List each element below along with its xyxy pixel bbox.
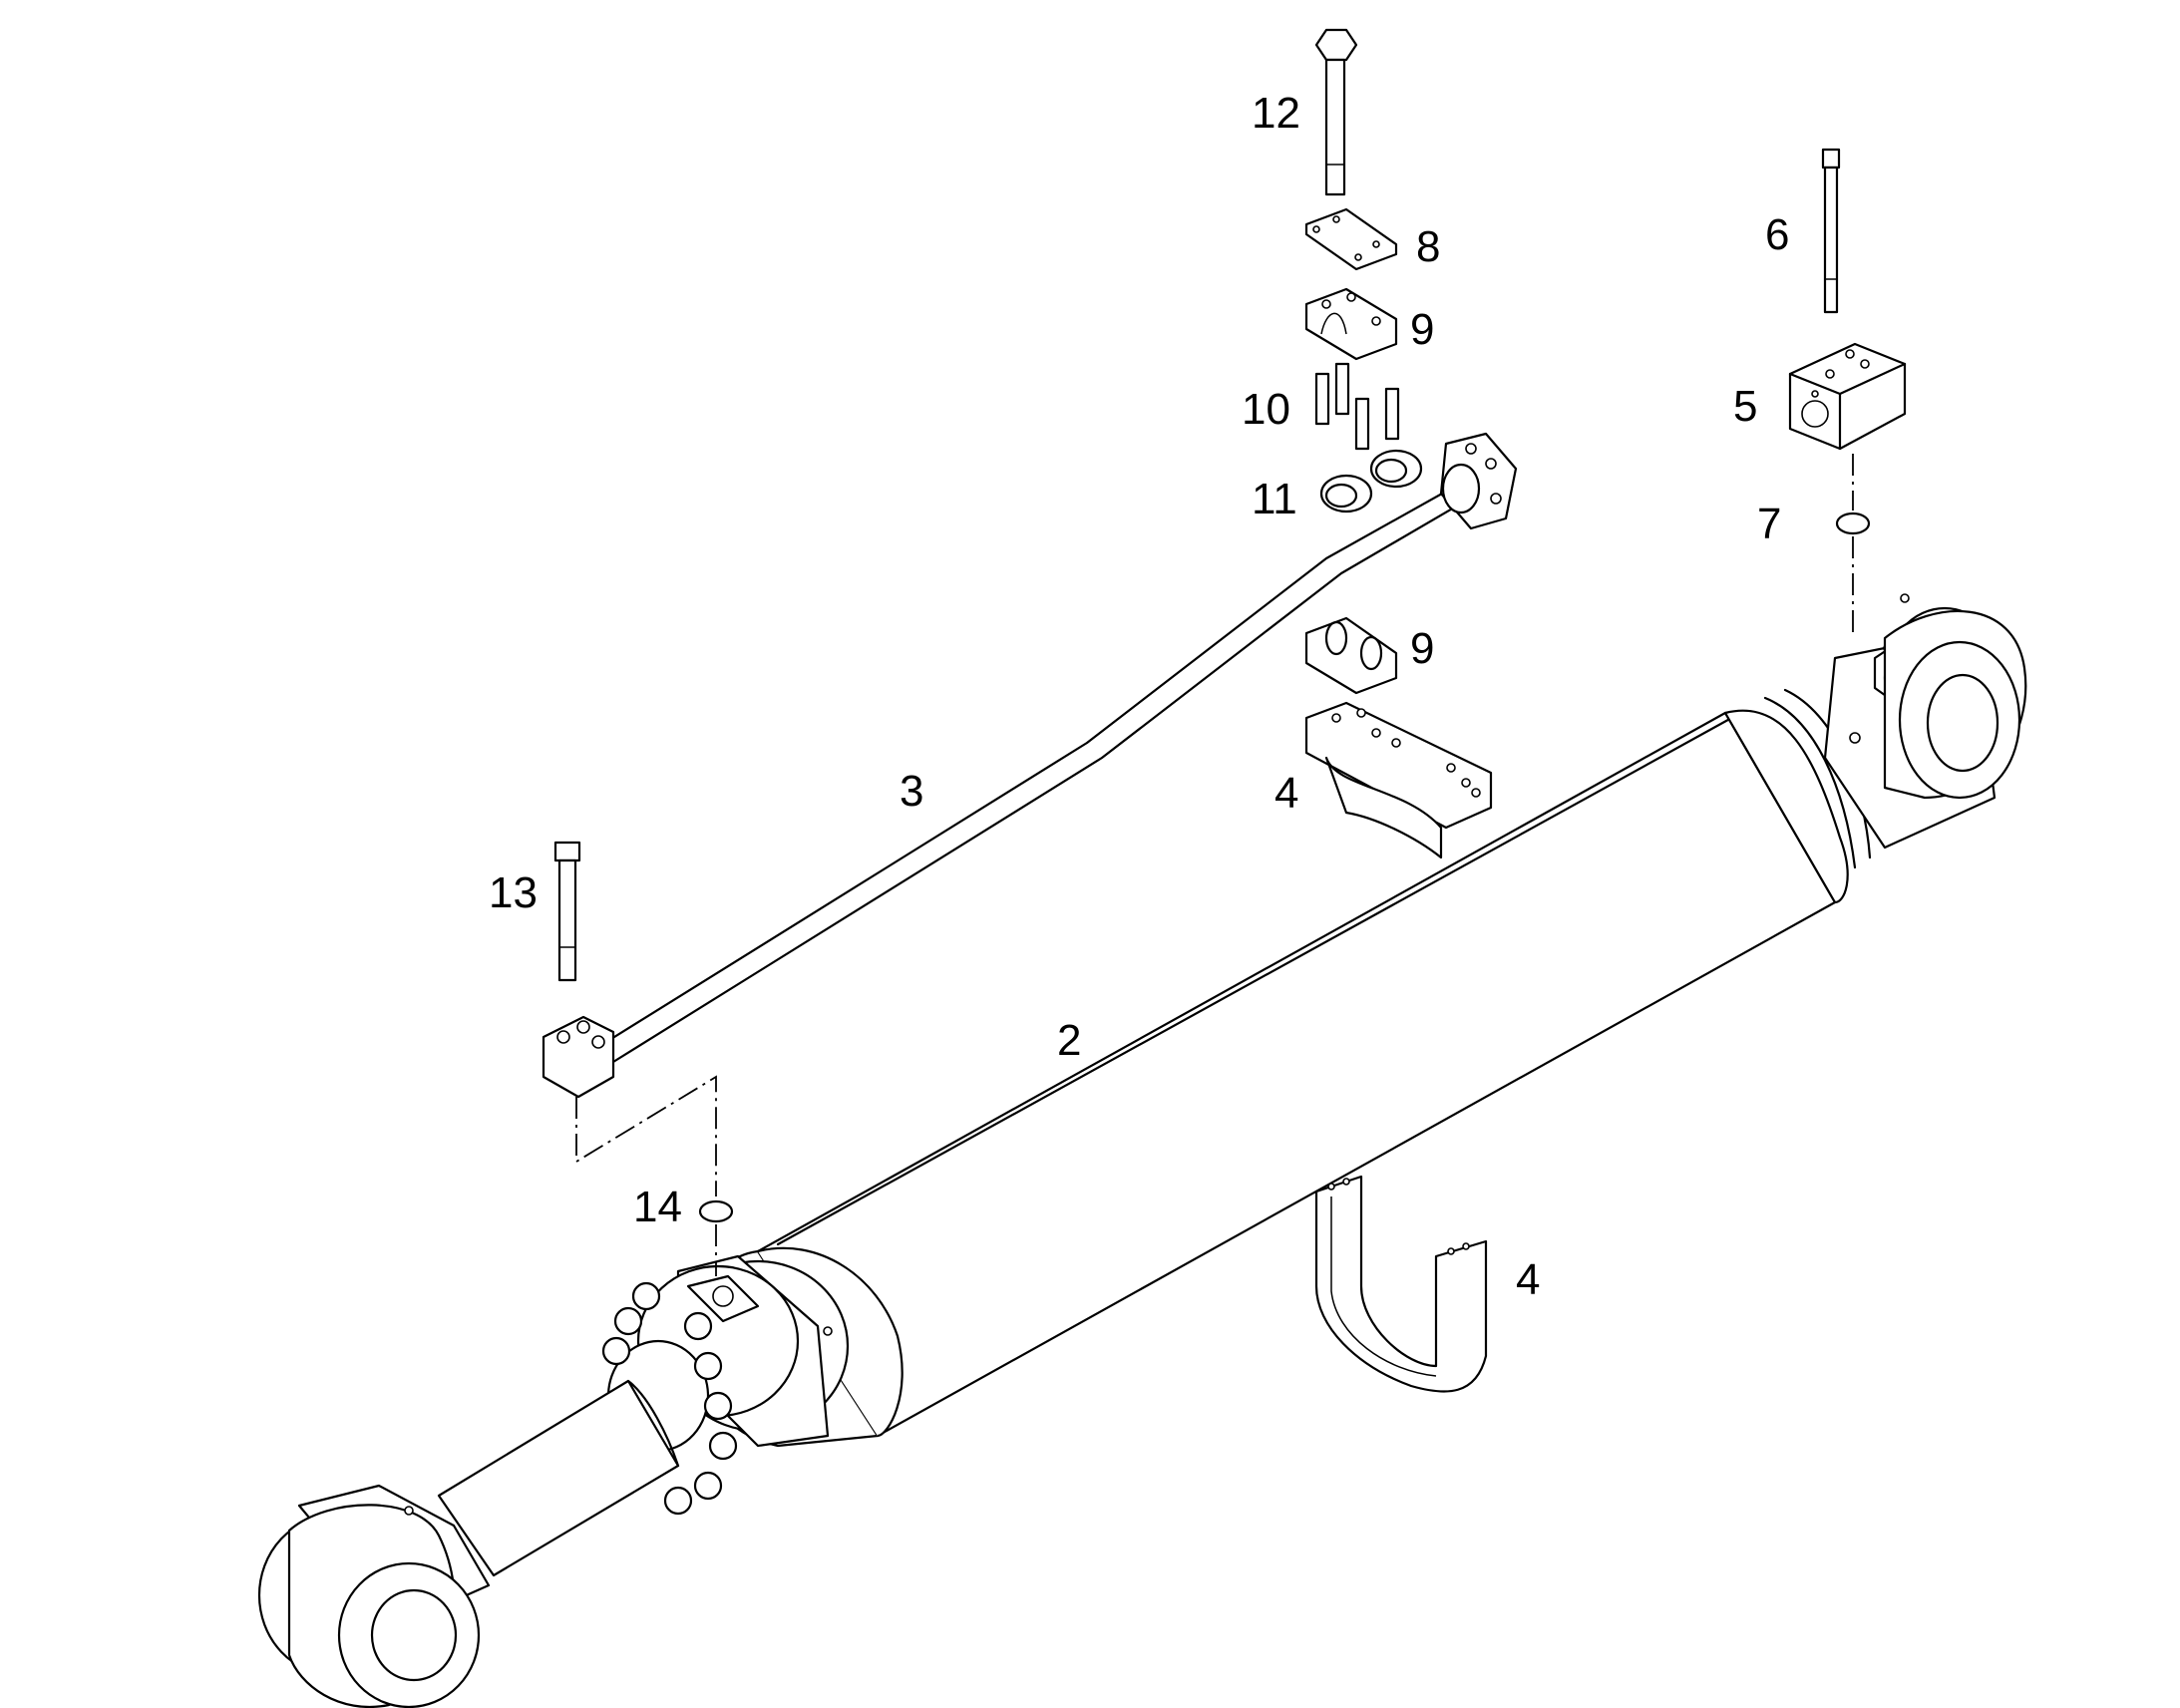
callout-11: 11 xyxy=(1252,475,1297,523)
clamp-half-upper xyxy=(1304,287,1398,361)
callout-9-lower: 9 xyxy=(1410,624,1434,673)
callout-6: 6 xyxy=(1765,210,1789,259)
clamp-plate xyxy=(1304,207,1398,271)
callout-3: 3 xyxy=(900,767,923,816)
o-ring-14 xyxy=(698,1199,734,1223)
callout-13: 13 xyxy=(489,868,538,917)
callout-7: 7 xyxy=(1757,500,1781,548)
callout-4-bracket: 4 xyxy=(1274,769,1298,818)
valve-block xyxy=(1788,342,1907,451)
callout-8: 8 xyxy=(1416,222,1440,271)
clamp-bracket-upper xyxy=(1304,701,1493,859)
callout-2: 2 xyxy=(1057,1016,1081,1065)
callout-14: 14 xyxy=(633,1183,682,1231)
o-ring-7 xyxy=(1835,512,1871,535)
bolt-13 xyxy=(553,841,581,982)
assembly-center-lines xyxy=(575,454,1854,1276)
flange-bolt-heads xyxy=(601,1281,738,1516)
callout-5: 5 xyxy=(1733,382,1757,431)
callout-10: 10 xyxy=(1242,385,1290,434)
callout-9-upper: 9 xyxy=(1410,305,1434,354)
pipe xyxy=(542,432,1518,1099)
callout-12: 12 xyxy=(1252,89,1300,138)
cap-screw-6 xyxy=(1821,148,1841,314)
callout-4-strap: 4 xyxy=(1516,1255,1540,1304)
u-strap xyxy=(1314,1175,1488,1393)
hydraulic-cylinder xyxy=(257,593,2027,1708)
pins xyxy=(1314,362,1400,451)
rubber-rings xyxy=(1319,449,1423,513)
clamp-half-lower xyxy=(1304,616,1398,695)
bolt-12 xyxy=(1314,28,1358,196)
callout-labels: 2 3 4 4 5 6 7 8 9 9 10 11 12 13 14 xyxy=(489,89,1789,1304)
